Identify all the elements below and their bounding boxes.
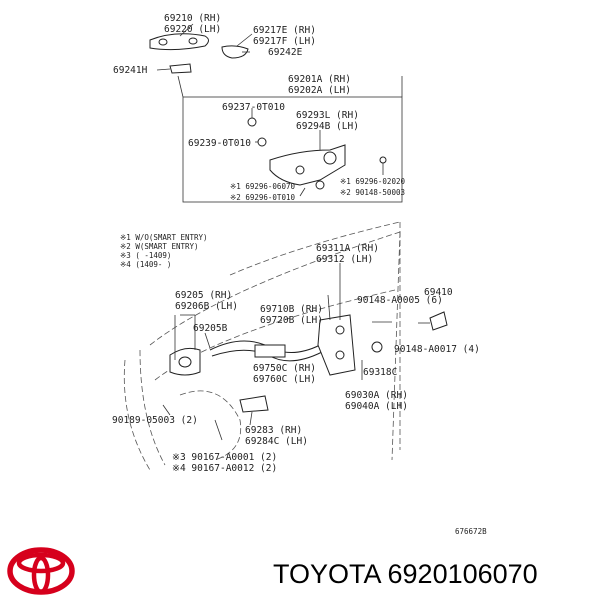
- label-69202a: 69202A (LH): [288, 85, 351, 96]
- handle-frame-part: [169, 63, 192, 74]
- label-69217e: 69217E (RH): [253, 25, 316, 36]
- label-69710b: 69710B (RH): [260, 304, 323, 315]
- label-69239: 69239-0T010: [188, 138, 251, 149]
- label-69241h: 69241H: [113, 65, 148, 76]
- cable-part: [254, 344, 286, 358]
- lock-assembly-box: [177, 75, 403, 203]
- label-69220: 69220 (LH): [164, 24, 221, 35]
- assembly-frame: [182, 96, 403, 203]
- label-69242e: 69242E: [268, 47, 303, 58]
- figure-code: 676672B: [455, 527, 487, 536]
- inside-handle-part: [169, 347, 201, 376]
- label-90148-a0017: 90148-A0017 (4): [394, 344, 480, 355]
- label-69237: 69237-0T010: [222, 102, 285, 113]
- outside-handle-group: [149, 23, 253, 74]
- label-69205: 69205 (RH): [175, 290, 232, 301]
- cover-part: [371, 341, 383, 353]
- label-69284c: 69284C (LH): [245, 436, 308, 447]
- label-69217f: 69217F (LH): [253, 36, 316, 47]
- note-4: ※4 (1409- ): [120, 260, 171, 269]
- label-69296-02020: ※1 69296-02020: [340, 177, 405, 186]
- label-69040a: 69040A (LH): [345, 401, 408, 412]
- note-1: ※1 W/O(SMART ENTRY): [120, 233, 208, 242]
- label-90148-50003: ※2 90148-50003: [340, 188, 405, 197]
- label-69750c: 69750C (RH): [253, 363, 316, 374]
- striker-part: [429, 311, 448, 331]
- handle-bezel-part: [239, 395, 269, 413]
- door-lock-part: [317, 314, 356, 376]
- label-90148-a0005: 90148-A0005 (6): [357, 295, 443, 306]
- note-3: ※3 ( -1409): [120, 251, 171, 260]
- label-69030a: 69030A (RH): [345, 390, 408, 401]
- brand-part-number: TOYOTA 6920106070: [273, 559, 538, 589]
- note-2: ※2 W(SMART ENTRY): [120, 242, 199, 251]
- label-69410: 69410: [424, 287, 453, 298]
- toyota-logo: [7, 547, 75, 595]
- label-69294b: 69294B (LH): [296, 121, 359, 132]
- label-69210: 69210 (RH): [164, 13, 221, 24]
- lower-parts: [162, 263, 448, 441]
- lock-lever-part: [269, 144, 346, 186]
- label-69311a: 69311A (RH): [316, 243, 379, 254]
- label-69296-06070: ※1 69296-06070: [230, 182, 295, 191]
- handle-cover-part: [221, 45, 249, 59]
- label-69312: 69312 (LH): [316, 254, 373, 265]
- label-69293l: 69293L (RH): [296, 110, 359, 121]
- label-69201a: 69201A (RH): [288, 74, 351, 85]
- label-69206b: 69206B (LH): [175, 301, 238, 312]
- label-90189: 90189-05003 (2): [112, 415, 198, 426]
- label-69296-0t010: ※2 69296-0T010: [230, 193, 295, 202]
- part-labels: 69210 (RH) 69220 (LH) 69217E (RH) 69217F…: [112, 13, 487, 536]
- clip-part: [247, 117, 257, 127]
- label-69318c: 69318C: [363, 367, 397, 378]
- label-90167-a0001: ※3 90167-A0001 (2): [172, 452, 277, 463]
- label-69283: 69283 (RH): [245, 425, 302, 436]
- label-69720b: 69720B (LH): [260, 315, 323, 326]
- label-90167-a0012: ※4 90167-A0012 (2): [172, 463, 277, 474]
- label-69205b: 69205B: [193, 323, 228, 334]
- label-69760c: 69760C (LH): [253, 374, 316, 385]
